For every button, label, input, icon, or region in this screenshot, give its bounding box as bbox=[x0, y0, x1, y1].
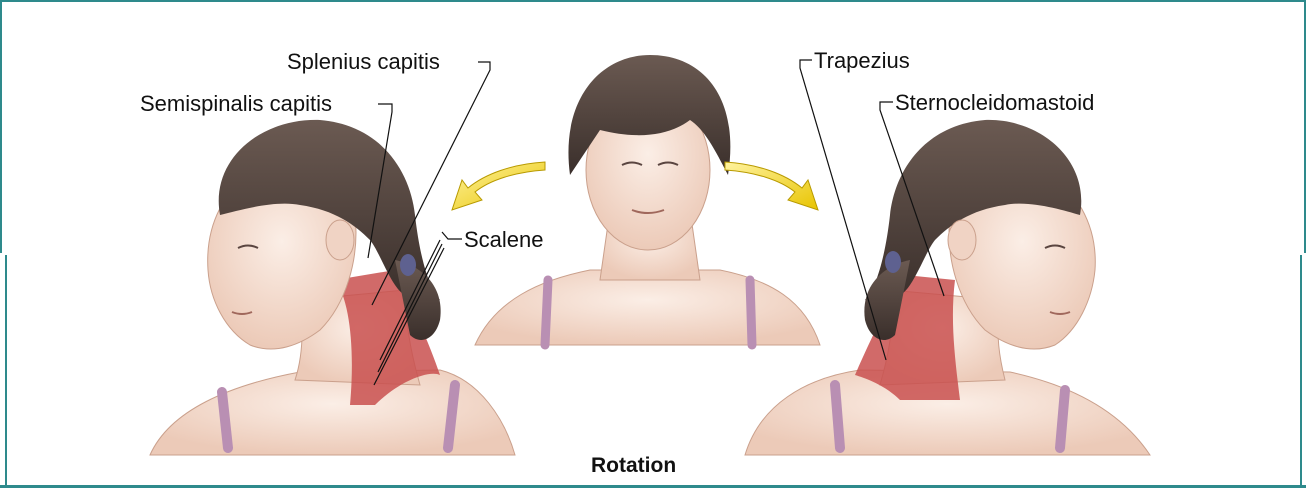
left-figure-ear bbox=[326, 220, 354, 260]
rotate-left-arrow bbox=[452, 162, 545, 210]
leader-trapezius bbox=[800, 60, 886, 360]
label-semispinalis-capitis: Semispinalis capitis bbox=[140, 93, 332, 115]
right-figure-hair-tie bbox=[885, 251, 901, 273]
left-figure-hair-tie bbox=[400, 254, 416, 276]
label-splenius-capitis: Splenius capitis bbox=[287, 51, 440, 73]
center-figure bbox=[475, 55, 820, 345]
figure-caption: Rotation bbox=[591, 455, 676, 476]
center-figure-shoulders bbox=[475, 270, 820, 345]
label-sternocleidomastoid: Sternocleidomastoid bbox=[895, 92, 1094, 114]
right-figure bbox=[745, 120, 1150, 455]
left-figure-shoulders bbox=[150, 370, 515, 455]
label-trapezius: Trapezius bbox=[814, 50, 910, 72]
right-figure-ear bbox=[948, 220, 976, 260]
label-scalene: Scalene bbox=[464, 229, 544, 251]
rotate-right-arrow bbox=[725, 162, 818, 210]
left-figure bbox=[150, 120, 515, 455]
